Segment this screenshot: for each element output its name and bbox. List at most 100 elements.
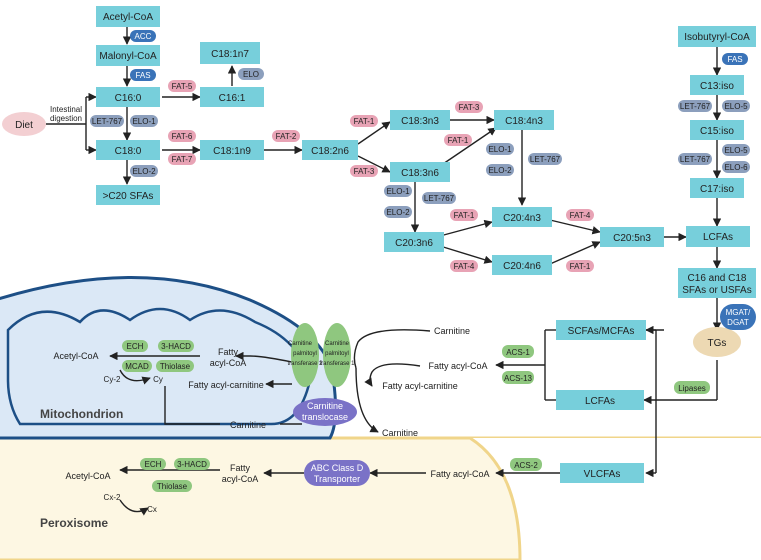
perox-cx2: Cx-2: [104, 493, 121, 502]
pill-mito-3hacd: [158, 340, 194, 352]
acc-label: ACC: [135, 32, 152, 41]
cpt1-label-1: Carnitine: [325, 341, 350, 347]
pathway-arrows: [46, 27, 722, 516]
cpt1-label-3: transferase 1: [319, 361, 355, 367]
mito-fatty-1: Fatty: [218, 347, 239, 357]
malonyl-coa-label: Malonyl-CoA: [99, 51, 157, 62]
elo2-a-label: ELO-2: [132, 167, 156, 176]
fat3-b-label: FAT-3: [459, 103, 480, 112]
pill-perox-ech: [140, 458, 166, 470]
fat1-d-label: FAT-1: [570, 262, 591, 271]
carnitine-top: Carnitine: [434, 326, 470, 336]
box-c18-4n3: [494, 110, 554, 130]
pill-mgat-dgat: [720, 304, 756, 330]
elo-top-label: ELO: [243, 70, 259, 79]
fat5-label: FAT-5: [172, 82, 193, 91]
diet-node: [2, 112, 46, 136]
pill-acs1: [502, 345, 534, 358]
box-c16-c18: [678, 268, 756, 298]
elo1-c-label: ELO-1: [386, 187, 410, 196]
elo5-a-label: ELO-5: [724, 102, 748, 111]
fas-right-label: FAS: [727, 55, 742, 64]
peroxisome-body: [0, 436, 522, 560]
pill-let767-c: [422, 192, 456, 204]
box-c20-sfas: [96, 185, 160, 205]
fat1-b-label: FAT-1: [448, 136, 469, 145]
mito-fatty-2: acyl-CoA: [210, 358, 247, 368]
fat1-a-label: FAT-1: [354, 117, 375, 126]
mitochondrion-title: Mitochondrion: [40, 407, 123, 421]
fat3-a-label: FAT-3: [354, 167, 375, 176]
elo2-c-label: ELO-2: [386, 208, 410, 217]
elo5-b-label: ELO-5: [724, 146, 748, 155]
pill-fat3-a: [350, 165, 378, 177]
pill-let767-b: [528, 153, 562, 165]
elo6-label: ELO-6: [724, 163, 748, 172]
tgs-label: TGs: [708, 338, 727, 349]
box-lcfas-right: [686, 226, 750, 247]
enzyme-pills: ACC FAS FAT-5 ELO LET-767 ELO-1 FAT-6 FA…: [90, 30, 756, 471]
box-vlcfas: [560, 463, 644, 483]
box-c20-5n3: [600, 227, 664, 247]
c16-c18-label-2: SFAs or USFAs: [682, 285, 751, 296]
box-isobutyryl-coa: [678, 26, 756, 47]
c15-iso-label: C15:iso: [700, 126, 734, 137]
mito-cy2: Cy-2: [104, 375, 121, 384]
mito-carnitine-inner: Carnitine: [230, 420, 266, 430]
perox-fatty-1: Fatty: [230, 463, 251, 473]
mito-thiolase-label: Thiolase: [160, 362, 191, 371]
fat4-a-label: FAT-4: [570, 211, 591, 220]
box-lcfas-mid: [556, 390, 644, 410]
pill-fat7: [168, 153, 196, 165]
mito-3hacd-label: 3-HACD: [161, 342, 191, 351]
pill-fat1-c: [450, 209, 478, 221]
box-c18-3n6: [390, 162, 450, 182]
c18-1n9-label: C18:1n9: [213, 146, 251, 157]
perox-fatty-acyl-coa-out: Fatty acyl-CoA: [430, 469, 489, 479]
pill-fat4-b: [450, 260, 478, 272]
box-c18-2n6: [302, 140, 358, 160]
box-c18-0: [96, 140, 160, 160]
pill-elo2-b: [486, 164, 514, 176]
cpt2-label-3: transferase 2: [287, 361, 323, 367]
mito-fatty-acyl-carnitine: Fatty acyl-carnitine: [188, 380, 264, 390]
pill-acc: [130, 30, 156, 42]
perox-acetyl-coa: Acetyl-CoA: [65, 471, 110, 481]
pill-fat1-d: [566, 260, 594, 272]
pill-elo6: [722, 161, 750, 173]
pill-acs2: [510, 458, 542, 471]
pill-fat2: [272, 130, 300, 142]
abc-transporter: [304, 460, 370, 486]
mgat-label-1: MGAT/: [726, 308, 752, 317]
pill-fat5: [168, 80, 196, 92]
c13-iso-label: C13:iso: [700, 81, 734, 92]
box-c18-1n9: [200, 140, 264, 160]
cpt1: [323, 323, 351, 387]
perox-3hacd-label: 3-HACD: [177, 460, 207, 469]
fat4-b-label: FAT-4: [454, 262, 475, 271]
fat1-c-label: FAT-1: [454, 211, 475, 220]
c18-1n7-label: C18:1n7: [211, 49, 249, 60]
lcfas-mid-label: LCFAs: [585, 396, 615, 407]
mito-ech-label: ECH: [127, 342, 144, 351]
pill-fat1-b: [444, 134, 472, 146]
abc-label-1: ABC Class D: [311, 463, 364, 473]
pill-elo2-a: [130, 165, 158, 177]
pill-elo5-a: [722, 100, 750, 112]
box-c15-iso: [690, 120, 744, 140]
box-c20-4n3: [492, 207, 552, 227]
vlcfas-label: VLCFAs: [584, 469, 621, 480]
acs2-label: ACS-2: [514, 461, 538, 470]
pill-elo1-b: [486, 143, 514, 155]
lipases-label: Lipases: [678, 384, 706, 393]
isobutyryl-coa-label: Isobutyryl-CoA: [684, 32, 750, 43]
let767-c-label: LET-767: [424, 194, 455, 203]
pill-let767-a: [90, 115, 124, 127]
c16-1-label: C16:1: [219, 93, 246, 104]
fas-top-label: FAS: [135, 71, 150, 80]
elo2-b-label: ELO-2: [488, 166, 512, 175]
fat6-label: FAT-6: [172, 132, 193, 141]
perox-ech-label: ECH: [145, 460, 162, 469]
pill-fat3-b: [455, 101, 483, 113]
mito-cy: Cy: [153, 375, 163, 384]
